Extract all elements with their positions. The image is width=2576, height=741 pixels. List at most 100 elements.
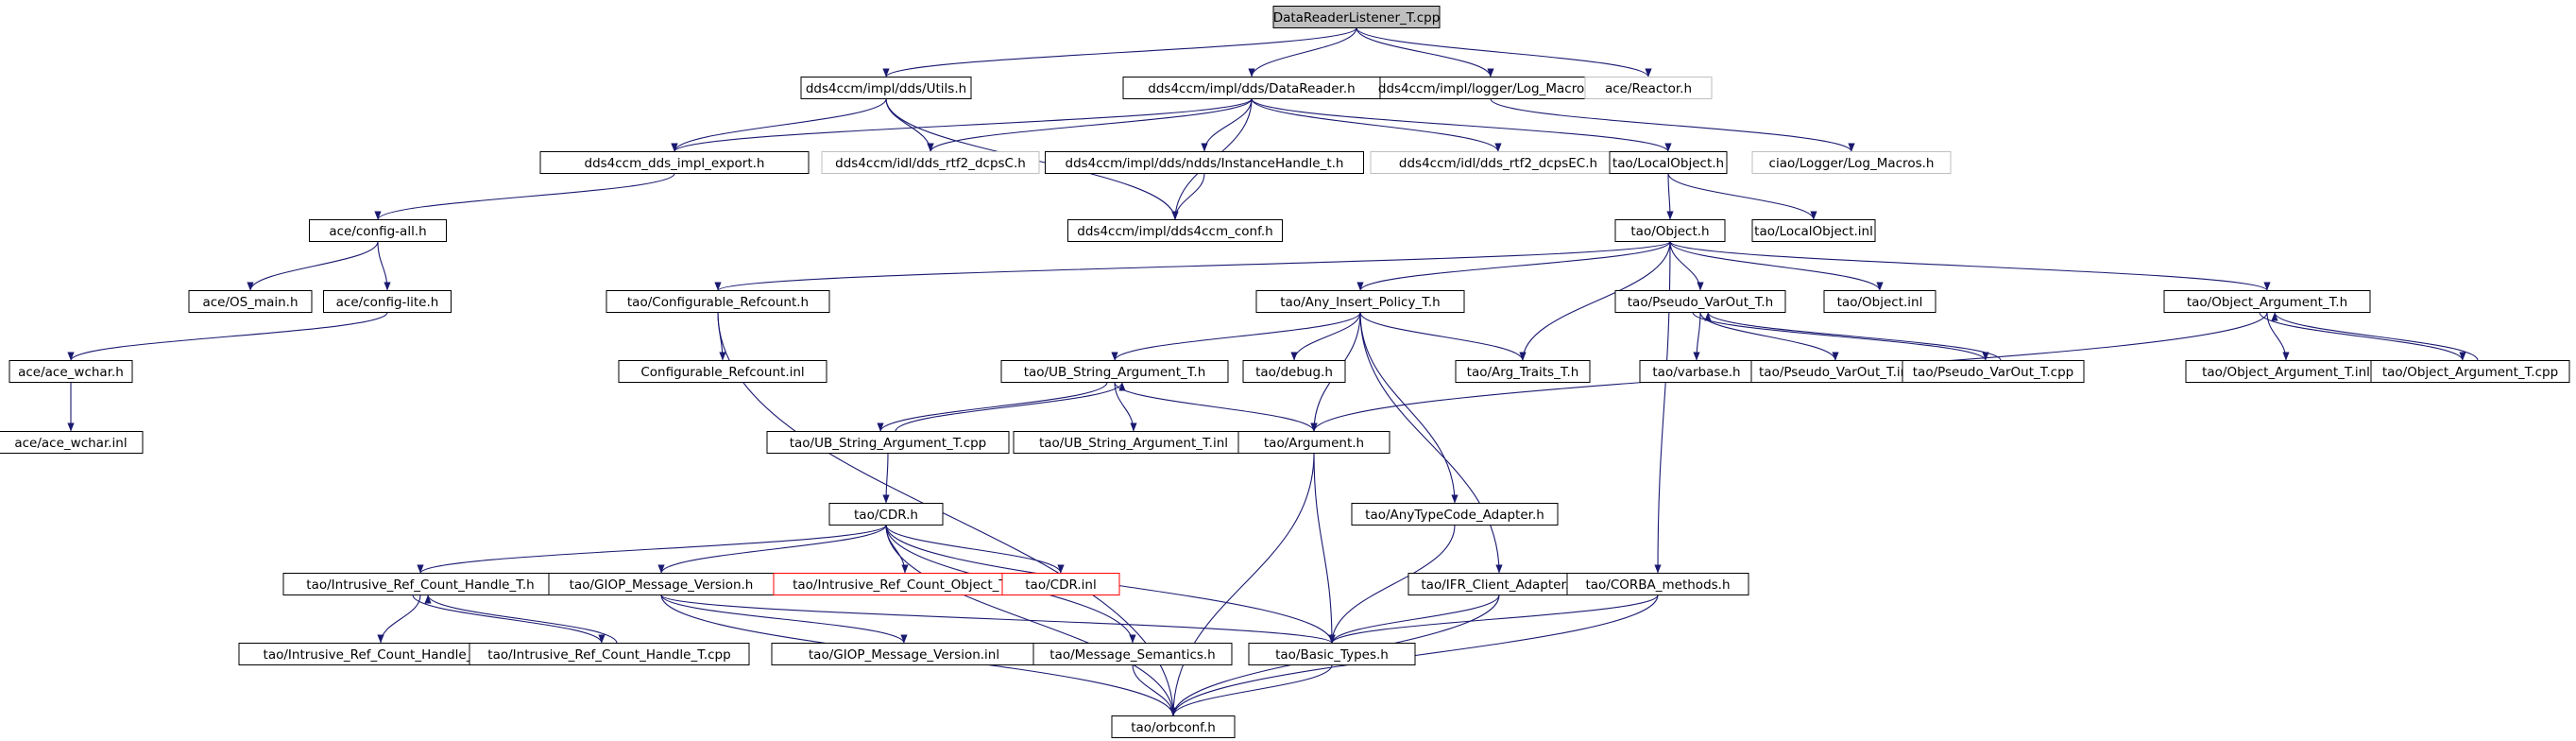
node-ddsconf[interactable]: dds4ccm/impl/dds4ccm_conf.h [1067,219,1283,242]
node-giopversion[interactable]: tao/GIOP_Message_Version.h [548,573,775,595]
node-corbamethods[interactable]: tao/CORBA_methods.h [1566,573,1749,595]
node-label: ace/config-all.h [329,224,426,239]
edge-root-to-utils [882,27,1357,78]
node-giopversioninl[interactable]: tao/GIOP_Message_Version.inl [771,643,1037,665]
edge-intrusiveh-to-intrusivecpp [412,595,606,644]
node-box [0,431,144,454]
node-label: tao/CDR.h [854,508,918,523]
edge-intrusiveh-to-intrusiveinl [377,595,421,644]
node-label: tao/Pseudo_VarOut_T.cpp [1913,365,2073,380]
node-label: tao/Intrusive_Ref_Count_Handle_T.inl [264,647,499,663]
node-osmain[interactable]: ace/OS_main.h [188,290,313,313]
node-ifrclient[interactable]: tao/IFR_Client_Adapter.h [1407,573,1591,595]
edge-pseudovarout-to-varbase [1693,312,1701,361]
edge-instancehandle-to-ddsconf [1171,173,1205,220]
node-instancehandle[interactable]: dds4ccm/impl/dds/ndds/InstanceHandle_t.h [1045,151,1364,174]
node-label: tao/LocalObject.h [1612,156,1724,171]
node-ciaolog[interactable]: ciao/Logger/Log_Macros.h [1751,151,1952,174]
node-pseudovarout[interactable]: tao/Pseudo_VarOut_T.h [1614,290,1786,313]
node-cdrh[interactable]: tao/CDR.h [828,503,944,526]
edge-configlite-to-acewchar [67,312,388,361]
node-intrusiveinl[interactable]: tao/Intrusive_Ref_Count_Handle_T.inl [238,643,523,665]
node-box [1248,643,1416,665]
node-logmacros[interactable]: dds4ccm/impl/logger/Log_Macros.h [1378,77,1603,99]
node-box [1823,290,1936,313]
edge-anytypecode-to-basictypes [1328,525,1456,644]
node-localobject[interactable]: tao/LocalObject.h [1609,151,1728,174]
edge-configall-to-osmain [247,241,379,291]
edge-giopversion-to-basictypes [660,595,1336,644]
node-intrusiveh[interactable]: tao/Intrusive_Ref_Count_Handle_T.h [282,573,558,595]
edge-root-to-logmacros [1356,27,1494,78]
node-label: tao/LocalObject.inl [1754,224,1873,239]
node-label: tao/Pseudo_VarOut_T.inl [1759,365,1912,380]
edge-msgsemantics-to-orbconf [1132,664,1177,716]
edge-objecth-to-objectarg [1669,241,2271,291]
node-datareader[interactable]: dds4ccm/impl/dds/DataReader.h [1122,77,1381,99]
edge-objecth-to-configrefcount [714,241,1671,291]
node-pseudovaroutcpp[interactable]: tao/Pseudo_VarOut_T.cpp [1902,360,2085,383]
node-ubstringarginl[interactable]: tao/UB_String_Argument_T.inl [1013,431,1254,454]
node-label: tao/Object_Argument_T.inl [2202,365,2370,380]
node-label: tao/CORBA_methods.h [1585,577,1730,593]
node-orbconf[interactable]: tao/orbconf.h [1111,715,1236,738]
edge-cdrh-to-intrusiveh [417,525,887,574]
node-acewcharinl[interactable]: ace/ace_wchar.inl [0,431,144,454]
node-rtf2dcpsc[interactable]: dds4ccm/idl/dds_rtf2_dcpsC.h [821,151,1040,174]
node-label: tao/Any_Insert_Policy_T.h [1280,295,1440,310]
node-ubstringarg[interactable]: tao/UB_String_Argument_T.h [1000,360,1229,383]
node-implexport[interactable]: dds4ccm_dds_impl_export.h [539,151,810,174]
node-objectarginl[interactable]: tao/Object_Argument_T.inl [2185,360,2387,383]
node-label: tao/UB_String_Argument_T.inl [1039,436,1228,451]
node-objecth[interactable]: tao/Object.h [1614,219,1726,242]
node-localobjectinl[interactable]: tao/LocalObject.inl [1751,219,1876,242]
node-anyinsert[interactable]: tao/Any_Insert_Policy_T.h [1255,290,1465,313]
node-root[interactable]: DataReaderListener_T.cpp [1272,6,1441,28]
node-varbase[interactable]: tao/varbase.h [1639,360,1754,383]
node-label: tao/orbconf.h [1131,720,1216,735]
node-label: dds4ccm/impl/logger/Log_Macros.h [1378,81,1603,96]
node-ubstringargcpp[interactable]: tao/UB_String_Argument_T.cpp [766,431,1010,454]
node-box [309,219,447,242]
node-label: tao/CDR.inl [1025,577,1096,593]
node-objectarg[interactable]: tao/Object_Argument_T.h [2163,290,2371,313]
node-box [1032,643,1233,665]
node-label: tao/Arg_Traits_T.h [1467,365,1579,380]
node-box [2370,360,2570,383]
node-argumenth[interactable]: tao/Argument.h [1237,431,1390,454]
node-label: tao/IFR_Client_Adapter.h [1421,577,1577,593]
node-acewchar[interactable]: ace/ace_wchar.h [9,360,133,383]
edge-anyinsert-to-debugh [1290,312,1361,361]
node-label: tao/Configurable_Refcount.h [627,295,809,310]
edge-root-to-reactor [1356,27,1652,78]
node-debugh[interactable]: tao/debug.h [1242,360,1346,383]
node-intrusiveobj[interactable]: tao/Intrusive_Ref_Count_Object_T.h [773,573,1037,595]
node-label: tao/Intrusive_Ref_Count_Handle_T.h [306,577,534,593]
node-msgsemantics[interactable]: tao/Message_Semantics.h [1032,643,1233,665]
edge-objectarg-to-objectargcpp [2259,312,2466,361]
node-configrefcountinl[interactable]: Configurable_Refcount.inl [618,360,827,383]
edge-cdrh-to-giopversion [657,525,887,574]
node-intrusivecpp[interactable]: tao/Intrusive_Ref_Count_Handle_T.cpp [469,643,750,665]
edge-datareader-to-rtf2dcpsc [927,98,1253,152]
node-utils[interactable]: dds4ccm/impl/dds/Utils.h [800,77,972,99]
node-anytypecode[interactable]: tao/AnyTypeCode_Adapter.h [1351,503,1559,526]
node-configlite[interactable]: ace/config-lite.h [323,290,452,313]
node-label: tao/varbase.h [1652,365,1740,380]
node-rtf2dcpsec[interactable]: dds4ccm/idl/dds_rtf2_dcpsEC.h [1370,151,1627,174]
node-pseudovaroutinl[interactable]: tao/Pseudo_VarOut_T.inl [1750,360,1920,383]
node-objectinl[interactable]: tao/Object.inl [1823,290,1936,313]
node-label: tao/AnyTypeCode_Adapter.h [1365,508,1544,523]
node-cdrinl[interactable]: tao/CDR.inl [1001,573,1120,595]
node-box [766,431,1010,454]
node-argtraits[interactable]: tao/Arg_Traits_T.h [1455,360,1591,383]
node-configall[interactable]: ace/config-all.h [309,219,447,242]
edge-objectargcpp-to-objectarg [2271,312,2479,361]
edge-anyinsert-to-ubstringarg [1111,312,1361,361]
node-box [1584,77,1713,99]
node-basictypes[interactable]: tao/Basic_Types.h [1248,643,1416,665]
node-objectargcpp[interactable]: tao/Object_Argument_T.cpp [2370,360,2570,383]
node-configrefcount[interactable]: tao/Configurable_Refcount.h [606,290,830,313]
node-reactor[interactable]: ace/Reactor.h [1584,77,1713,99]
